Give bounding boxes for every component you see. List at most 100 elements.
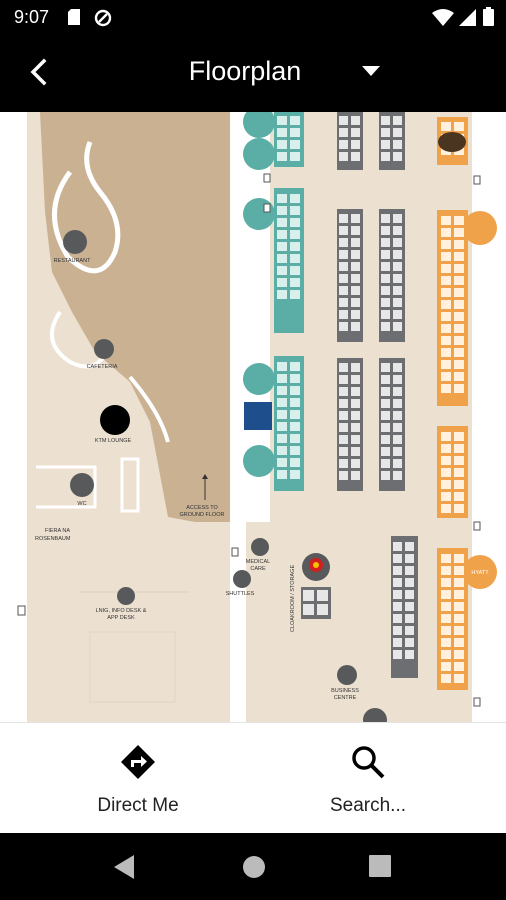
booth-cell: [393, 363, 402, 372]
booth-cell: [290, 410, 300, 419]
floorplan-map[interactable]: RESTAURANT CAFETERIA KTM LOUNGE WC ACCES…: [0, 112, 506, 722]
booth-cell: [290, 386, 300, 395]
booth-cell: [405, 602, 414, 611]
signal-icon: [459, 9, 476, 26]
direct-me-button[interactable]: Direct Me: [58, 743, 218, 817]
booth-cell: [393, 471, 402, 480]
app-bar: Floorplan: [0, 34, 506, 112]
search-button[interactable]: Search...: [288, 743, 448, 817]
booth-cell: [441, 228, 451, 237]
booth-cell: [339, 152, 348, 161]
info-desk-pin[interactable]: LNIG, INFO DESK & APP DESK: [96, 587, 147, 621]
booth-cell: [454, 228, 464, 237]
booth-cell: [290, 446, 300, 455]
booth-cell: [351, 238, 360, 247]
booth-cell: [351, 459, 360, 468]
booth-cell: [454, 432, 464, 441]
exit-marker: [263, 173, 271, 183]
booth-cell: [381, 128, 390, 137]
booth-cell: [290, 266, 300, 275]
booth-cell: [393, 238, 402, 247]
svg-text:FIERA NA: FIERA NA: [45, 528, 70, 534]
booth-cell: [393, 128, 402, 137]
booth-cell: [290, 242, 300, 251]
booth-cell: [351, 262, 360, 271]
direct-me-label: Direct Me: [97, 795, 179, 816]
booth-cell: [351, 226, 360, 235]
booth-cell: [454, 554, 464, 563]
booth-cell: [351, 399, 360, 408]
booth-cell: [339, 310, 348, 319]
svg-text:CARE: CARE: [250, 566, 266, 572]
booth-cell: [393, 298, 402, 307]
booth-cell: [454, 444, 464, 453]
booth-cell: [277, 140, 287, 149]
booth-cell: [393, 214, 402, 223]
booth-cell: [441, 602, 451, 611]
booth-cell: [393, 286, 402, 295]
booth-cell: [454, 492, 464, 501]
ktm-lounge-pin[interactable]: KTM LOUNGE: [95, 405, 132, 444]
business-centre-pin[interactable]: BUSINESS CENTRE: [331, 665, 359, 701]
booth-cell: [351, 286, 360, 295]
booth-cell: [454, 216, 464, 225]
wc-pin[interactable]: WC: [70, 473, 94, 507]
booth-cell: [290, 458, 300, 467]
booth-cell: [277, 386, 287, 395]
booth-cell: [454, 360, 464, 369]
nav-back-icon[interactable]: [114, 855, 136, 879]
nav-recents-icon[interactable]: [369, 855, 391, 877]
booth-cell: [290, 434, 300, 443]
booth-cell: [339, 238, 348, 247]
booth-cell: [441, 288, 451, 297]
booth-cell: [441, 492, 451, 501]
booth-cell: [277, 374, 287, 383]
booth-cell: [290, 152, 300, 161]
booth-cell: [454, 276, 464, 285]
booth-cell: [393, 274, 402, 283]
sync-icon: [94, 9, 112, 27]
map-pin[interactable]: [363, 708, 387, 722]
booth-cell: [454, 122, 464, 131]
booth-cell: [290, 128, 300, 137]
booth-cell: [441, 216, 451, 225]
booth-cell: [351, 471, 360, 480]
booth-cell: [393, 435, 402, 444]
booth-cell: [441, 276, 451, 285]
booth-cell: [381, 286, 390, 295]
booth-cell: [351, 375, 360, 384]
booth-cell: [441, 324, 451, 333]
booth-cell: [454, 336, 464, 345]
booth-cell: [381, 363, 390, 372]
booth-cell: [441, 456, 451, 465]
booth-cell: [351, 322, 360, 331]
booth-cell: [441, 662, 451, 671]
path-line: [50, 310, 112, 369]
booth-cell: [405, 554, 414, 563]
booth-cell: [441, 674, 451, 683]
booth-cell: [381, 411, 390, 420]
booth-cell: [454, 662, 464, 671]
booth-cell: [351, 250, 360, 259]
booth-cell: [303, 604, 314, 615]
sd-card-icon: [68, 9, 80, 25]
medical-care-pin[interactable]: MEDICAL CARE: [246, 538, 270, 572]
booth-cell: [339, 471, 348, 480]
restaurant-pin[interactable]: RESTAURANT: [54, 230, 92, 264]
back-arrow-icon[interactable]: [24, 56, 56, 88]
booth-cell: [381, 459, 390, 468]
svg-text:KTM LOUNGE: KTM LOUNGE: [95, 438, 132, 444]
booth-cell: [454, 626, 464, 635]
sponsor-pin[interactable]: [302, 553, 330, 581]
teal-pavilion-pins[interactable]: [243, 112, 275, 477]
wifi-icon: [432, 9, 454, 26]
nav-home-icon[interactable]: [242, 855, 266, 879]
booth-cell: [351, 152, 360, 161]
booth-cell: [454, 590, 464, 599]
dropdown-icon[interactable]: [362, 66, 380, 76]
booth-cell: [351, 363, 360, 372]
floorplan-svg[interactable]: RESTAURANT CAFETERIA KTM LOUNGE WC ACCES…: [0, 112, 506, 722]
booth-cell: [381, 226, 390, 235]
cafeteria-pin[interactable]: CAFETERIA: [87, 339, 118, 370]
shuttles-pin[interactable]: SHUTTLES: [226, 570, 255, 597]
